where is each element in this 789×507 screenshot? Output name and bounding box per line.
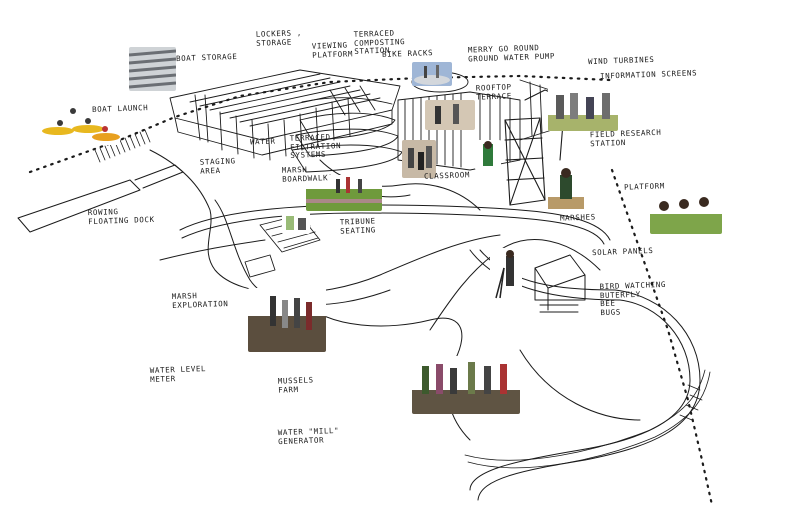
boat-storage-building <box>169 69 401 161</box>
label-marshes: MARSHES <box>559 212 596 223</box>
label-merry-go-round: MERRY GO ROUND GROUND WATER PUMP <box>467 43 556 64</box>
label-terraced-filtration: TERRACED FILTRATION SYSTEMS <box>289 132 342 160</box>
boat-launch-photo <box>40 103 120 145</box>
classroom-photo <box>402 140 436 178</box>
rooftop-terrace-photo <box>425 100 475 130</box>
label-tribune-seating: TRIBUNE SEATING <box>339 216 377 236</box>
rowing-dock-outline <box>17 179 141 233</box>
label-mussels-farm: MUSSELS FARM <box>277 375 314 395</box>
label-viewing-platform: VIEWING PLATFORM <box>311 40 354 60</box>
shoreline-dotted-line <box>28 74 612 174</box>
label-staging-area: STAGING AREA <box>199 156 236 176</box>
label-rooftop-terrace: ROOFTOP TERRACE <box>475 82 513 102</box>
label-rowing-dock: ROWING FLOATING DOCK <box>87 207 155 226</box>
boat-storage-photo <box>129 47 176 91</box>
label-water-level-meter: WATER LEVEL METER <box>149 364 207 384</box>
marsh-boardwalk-photo <box>306 175 382 211</box>
label-bike-racks: BIKE RACKS <box>381 48 434 59</box>
label-classroom: CLASSROOM <box>423 170 471 181</box>
label-water: WATER <box>249 136 276 147</box>
label-platform: PLATFORM <box>623 181 666 192</box>
platform-photo <box>650 192 722 234</box>
information-screens-photo <box>548 85 618 131</box>
water-mill-shoreline <box>464 369 711 469</box>
field-research-photo <box>546 165 586 210</box>
merry-go-round-photo <box>412 62 452 86</box>
bird-watching-photo <box>490 248 522 300</box>
label-bird-watching: BIRD WATCHING BUTERFLY BEE BUGS <box>599 279 667 317</box>
boat-launch-ramp <box>94 129 151 163</box>
mussels-farm-photo <box>412 356 520 414</box>
solar-panel-kiosk <box>534 254 586 313</box>
tribune-seating-photo <box>282 212 310 234</box>
label-marsh-exploration: MARSH EXPLORATION <box>171 291 229 310</box>
marsh-exploration-photo <box>248 288 326 352</box>
label-field-research: FIELD RESEARCH STATION <box>589 127 662 148</box>
label-marsh-boardwalk: MARSH BOARDWALK <box>281 164 329 184</box>
classroom-photo-2 <box>475 140 501 170</box>
path-network <box>149 149 701 501</box>
label-water-mill: WATER "MILL" GENERATOR <box>277 425 340 446</box>
label-lockers-storage: LOCKERS , STORAGE <box>255 28 303 48</box>
